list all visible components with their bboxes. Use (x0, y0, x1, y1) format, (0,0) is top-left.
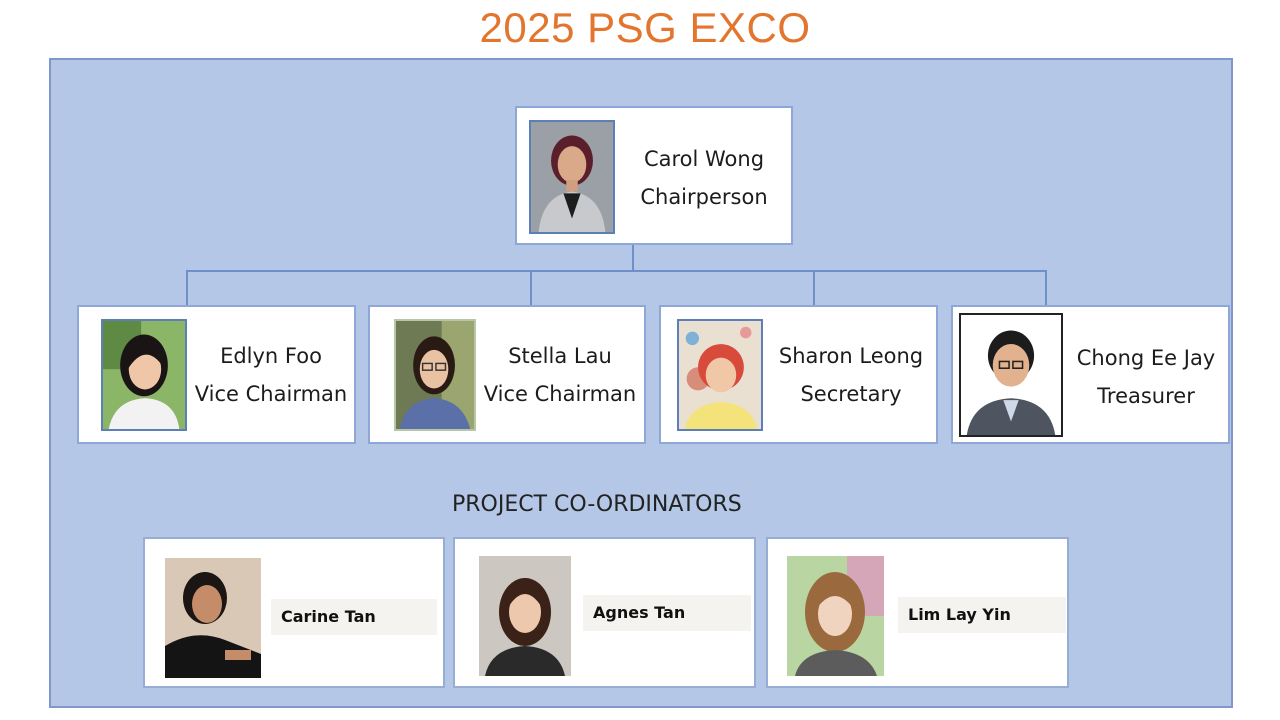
chong-photo (959, 313, 1063, 437)
stella-role: Vice Chairman (483, 382, 637, 406)
edlyn-role: Vice Chairman (194, 382, 348, 406)
edlyn-photo (101, 319, 187, 431)
exco-card-stella: Stella Lau Vice Chairman (368, 305, 646, 444)
sharon-role: Secretary (800, 382, 902, 406)
chair-photo (529, 120, 615, 234)
connector-chair-down (632, 245, 634, 271)
connector-sharon (813, 270, 815, 305)
exco-card-sharon: Sharon Leong Secretary (659, 305, 938, 444)
carine-photo (165, 558, 261, 678)
edlyn-name: Edlyn Foo (220, 344, 322, 368)
exco-card-edlyn: Edlyn Foo Vice Chairman (77, 305, 356, 444)
connector-stella (530, 270, 532, 305)
agnes-name: Agnes Tan (583, 595, 751, 631)
chair-name: Carol Wong (643, 147, 765, 171)
coordinators-heading: PROJECT CO-ORDINATORS (452, 492, 742, 517)
agnes-photo (479, 556, 571, 676)
page-title: 2025 PSG EXCO (479, 4, 811, 51)
coordinator-card-lim: Lim Lay Yin (766, 537, 1069, 688)
lim-name: Lim Lay Yin (898, 597, 1066, 633)
sharon-name: Sharon Leong (778, 344, 924, 368)
connector-chong (1045, 270, 1047, 305)
connector-horizontal (186, 270, 1047, 272)
coordinator-card-agnes: Agnes Tan (453, 537, 756, 688)
stella-name: Stella Lau (508, 344, 612, 368)
coordinator-card-carine: Carine Tan (143, 537, 445, 688)
carine-name: Carine Tan (271, 599, 437, 635)
chong-name: Chong Ee Jay (1076, 346, 1216, 370)
chong-role: Treasurer (1097, 384, 1195, 408)
sharon-photo (677, 319, 763, 431)
connector-edlyn (186, 270, 188, 305)
stella-photo (394, 319, 476, 431)
chair-role: Chairperson (640, 185, 768, 209)
lim-photo (787, 556, 884, 676)
chair-card: Carol Wong Chairperson (515, 106, 793, 245)
exco-card-chong: Chong Ee Jay Treasurer (951, 305, 1230, 444)
